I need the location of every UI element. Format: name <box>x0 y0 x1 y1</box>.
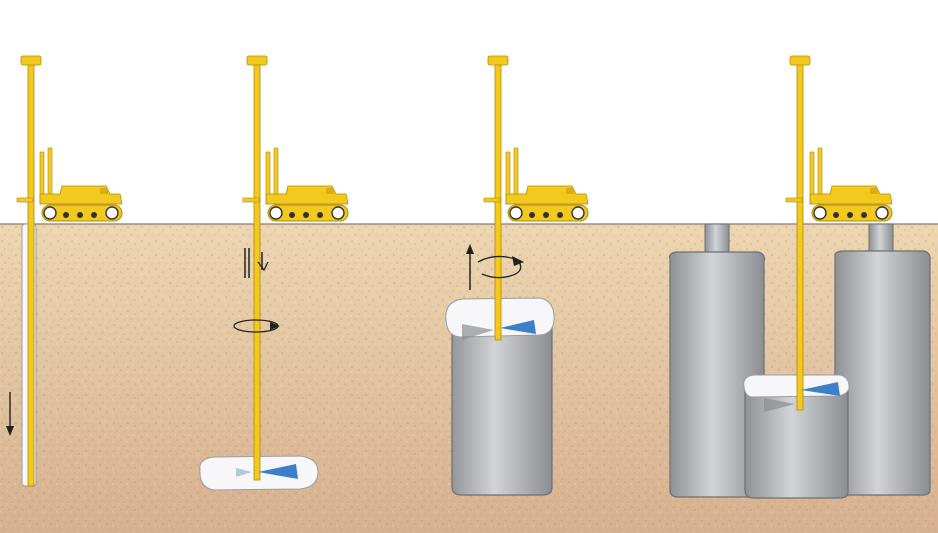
jet-stage-3-back <box>462 324 494 340</box>
track-wheel <box>571 206 585 220</box>
guide-arm <box>16 197 34 203</box>
track-roller <box>847 212 853 218</box>
mast-head <box>246 55 268 66</box>
mast-head <box>789 55 811 66</box>
drill-rig-2 <box>242 55 349 481</box>
jet-stage-2 <box>258 464 298 479</box>
mast-head <box>487 55 509 66</box>
track-wheel <box>813 206 827 220</box>
track-roller <box>289 212 295 218</box>
drill-rig-3 <box>483 55 589 341</box>
track-roller <box>63 212 69 218</box>
guide-arm <box>483 197 501 203</box>
track-roller <box>317 212 323 218</box>
track-wheel <box>875 206 889 220</box>
rig-cab <box>100 188 108 194</box>
arrow-down-icon <box>6 392 14 436</box>
track-roller <box>861 212 867 218</box>
track-wheel <box>331 206 345 220</box>
mast-head <box>20 55 42 66</box>
track-roller <box>833 212 839 218</box>
track-roller <box>303 212 309 218</box>
drill-rod <box>796 61 804 411</box>
track-roller <box>77 212 83 218</box>
track-wheel <box>105 206 119 220</box>
arrow-up-icon <box>466 244 474 290</box>
drill-rig-1 <box>16 55 123 487</box>
jet-stage-4 <box>801 382 840 396</box>
track-wheel <box>509 206 523 220</box>
guide-arm <box>242 197 260 203</box>
rotation-arrow-icon <box>477 255 524 279</box>
rig-cab <box>566 188 574 194</box>
jet-stage-2-back <box>236 468 252 477</box>
track-roller <box>91 212 97 218</box>
track-roller <box>529 212 535 218</box>
drill-rig-4 <box>785 55 893 411</box>
drill-rod <box>253 61 261 481</box>
track-wheel <box>43 206 57 220</box>
rotation-arrow-icon <box>244 248 269 278</box>
track-wheel <box>269 206 283 220</box>
jet-stage-3 <box>500 320 536 334</box>
track-roller <box>557 212 563 218</box>
grout-jets <box>236 320 840 479</box>
column-right <box>834 250 931 496</box>
rotation-arrow-icon <box>233 319 280 333</box>
jet-stage-4-back <box>764 398 795 412</box>
drill-rod <box>27 61 35 487</box>
rig-cab <box>870 188 878 194</box>
motion-arrows <box>6 244 524 436</box>
guide-arm <box>785 197 803 203</box>
track-roller <box>543 212 549 218</box>
rig-cab <box>326 188 334 194</box>
drill-rigs <box>16 55 893 487</box>
